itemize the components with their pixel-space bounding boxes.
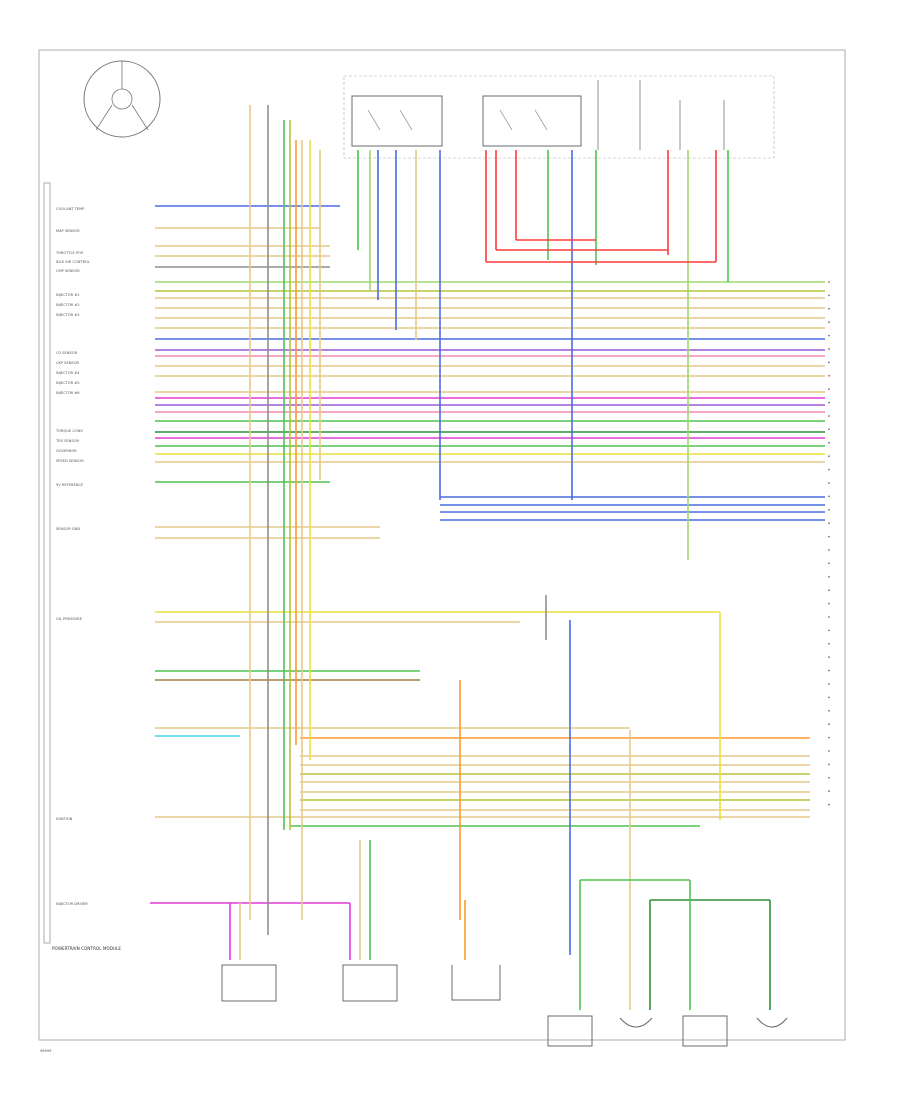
pin-dot <box>828 669 830 672</box>
pin-dot <box>828 428 830 431</box>
pin-dot <box>828 374 830 377</box>
pin-dot <box>828 441 830 444</box>
pin-label: CKP SENSOR <box>56 361 80 365</box>
auto-shutdown-relay <box>482 95 582 147</box>
pin-dot <box>828 642 830 645</box>
pin-dot <box>828 321 830 324</box>
wire-harness <box>150 105 825 1010</box>
footer-code: 98999 <box>40 1049 52 1053</box>
pin-dot <box>828 281 830 283</box>
module-caption: POWERTRAIN CONTROL MODULE <box>52 946 121 951</box>
pin-dot <box>828 508 830 511</box>
pin-dot <box>828 307 830 310</box>
pin-dot <box>828 415 830 417</box>
diagram-frame <box>38 49 846 1041</box>
pin-dot <box>828 589 830 592</box>
power-distribution-center <box>343 75 775 159</box>
pin-dot <box>828 709 830 712</box>
pin-dot <box>828 683 830 685</box>
pin-dot <box>828 575 830 578</box>
pin-label: 5V REFERENCE <box>56 483 84 487</box>
pin-dot <box>828 361 830 364</box>
pin-label: MAP SENSOR <box>56 229 80 233</box>
pin-label: INJECTOR #6 <box>56 391 80 395</box>
pin-label: SENSOR GND <box>56 527 80 531</box>
pin-dot <box>828 294 830 297</box>
pin-dot <box>828 750 830 752</box>
bottom-components <box>221 964 788 1047</box>
ignition-coil-2 <box>619 1017 653 1028</box>
pin-label: SPEED SENSOR <box>56 459 84 463</box>
pin-dot <box>828 763 830 766</box>
pin-dot <box>828 776 830 779</box>
pin-dot <box>828 401 830 404</box>
pin-dot <box>828 790 830 793</box>
ignition-coil-4 <box>756 1017 788 1028</box>
pin-label: INJECTOR #5 <box>56 381 80 385</box>
pin-label: THROTTLE POS <box>55 251 84 255</box>
pin-label: INJECTOR #2 <box>56 303 80 307</box>
pin-label: INJECTOR #4 <box>56 371 80 375</box>
distributor <box>83 60 161 138</box>
pin-dot <box>828 723 830 726</box>
pin-dot <box>828 348 830 350</box>
ignition-coil-3 <box>682 1015 728 1047</box>
pin-dot <box>828 535 830 538</box>
vehicle-speed-sensor <box>342 964 398 1002</box>
pin-dot <box>828 696 830 699</box>
fuel-pump-relay <box>351 95 443 147</box>
pin-dot <box>828 736 830 739</box>
pin-label: INJECTOR #1 <box>56 293 80 297</box>
pcm-connector <box>43 182 51 944</box>
transmission-solenoid <box>451 965 501 1001</box>
battery-temp-sensor <box>221 964 277 1002</box>
pin-dot <box>828 495 830 498</box>
pin-dot <box>828 468 830 471</box>
pin-dot <box>828 522 830 525</box>
pin-dot <box>828 616 830 618</box>
pin-label: COOLANT TEMP <box>56 207 85 211</box>
fuse-group <box>597 80 725 150</box>
pin-dot <box>828 629 830 632</box>
pin-label: OIL PRESSURE <box>56 617 83 621</box>
pin-label: INJECTOR #3 <box>56 313 80 317</box>
pin-dot <box>828 455 830 458</box>
pin-dot <box>828 562 830 565</box>
pin-label: INJECTOR DRIVER <box>56 902 88 906</box>
pin-dot <box>828 388 830 391</box>
pin-label: TRS SENSOR <box>55 439 79 443</box>
pin-label: GOVERNOR <box>56 449 77 453</box>
pin-dot <box>828 803 830 806</box>
pin-label: IGNITION <box>56 817 73 821</box>
pin-dot <box>828 334 830 337</box>
pin-label: O2 SENSOR <box>56 351 78 355</box>
ignition-coil-1 <box>547 1015 593 1047</box>
pin-label: TORQUE CONV <box>55 429 83 433</box>
pin-dot <box>828 482 830 484</box>
pin-label: CMP SENSOR <box>56 269 80 273</box>
pin-label: IDLE AIR CONTROL <box>56 260 90 264</box>
pin-labels: COOLANT TEMP MAP SENSOR THROTTLE POS IDLE A… <box>55 207 830 906</box>
pin-dot <box>828 656 830 659</box>
pin-dot <box>828 549 830 551</box>
pin-dot <box>828 602 830 605</box>
